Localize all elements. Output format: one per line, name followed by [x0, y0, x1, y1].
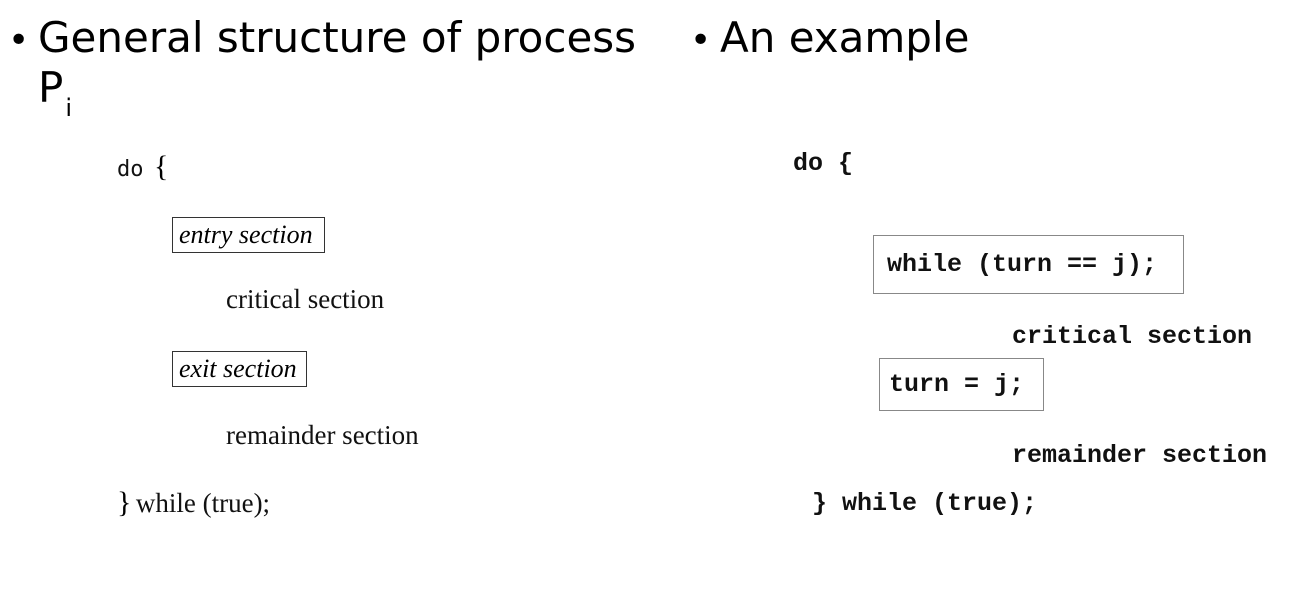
left-end-line: } while (true); [117, 486, 270, 520]
left-while-clause: while (true); [135, 488, 271, 518]
do-keyword: do [117, 157, 144, 182]
right-end-line: } while (true); [812, 489, 1038, 518]
exit-section-box: exit section [172, 351, 307, 387]
left-remainder-section: remainder section [226, 420, 419, 450]
left-heading: •General structure of process [8, 14, 636, 65]
bullet-icon: • [690, 20, 712, 61]
assignment-code: turn = j; [889, 370, 1025, 399]
close-brace: } [117, 486, 132, 519]
left-heading-text: General structure of process [38, 13, 637, 62]
while-loop-box: while (turn == j); [873, 235, 1184, 294]
right-heading: •An example [690, 14, 969, 65]
left-do-line: do { [117, 150, 168, 184]
right-heading-text: An example [720, 13, 970, 62]
right-remainder-section: remainder section [1012, 441, 1268, 470]
while-loop-code: while (turn == j); [887, 250, 1158, 279]
left-critical-section: critical section [226, 284, 385, 314]
right-do-line: do { [793, 149, 854, 178]
left-heading-variable: Pi [38, 63, 72, 123]
process-name: P [38, 63, 64, 112]
open-brace: { [153, 150, 169, 183]
entry-section-box: entry section [172, 217, 325, 253]
assignment-box: turn = j; [879, 358, 1044, 411]
bullet-icon: • [8, 20, 30, 61]
process-subscript: i [65, 94, 72, 122]
right-critical-section: critical section [1012, 322, 1253, 351]
